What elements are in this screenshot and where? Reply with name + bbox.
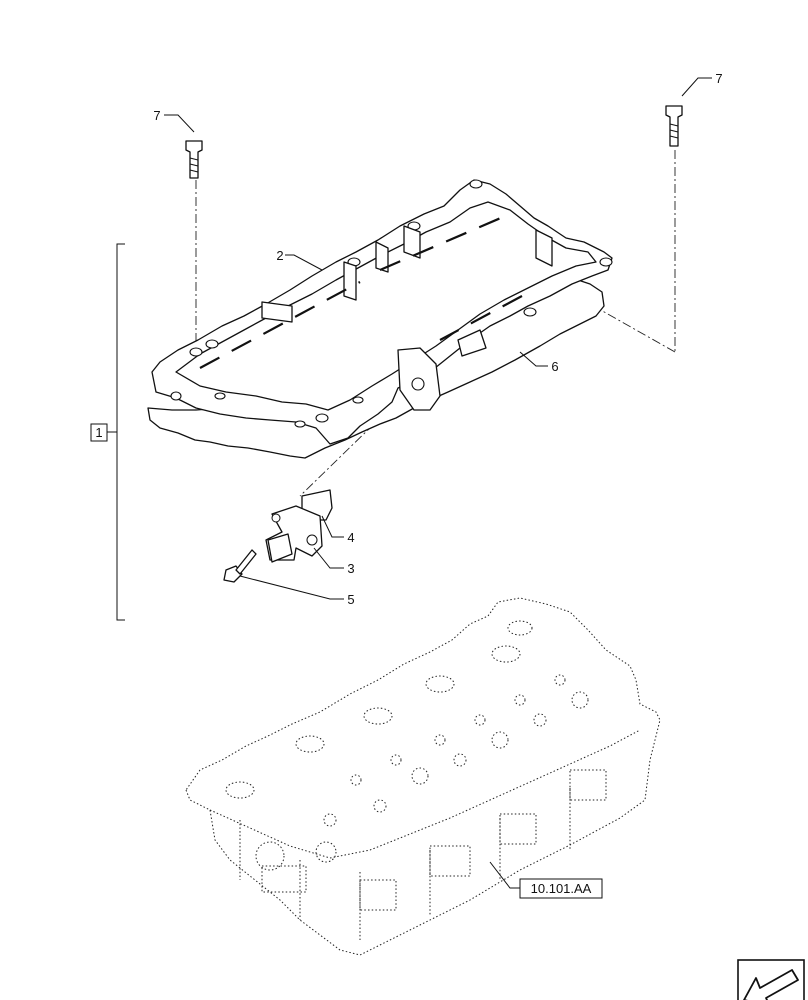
reference-label[interactable]: 10.101.AA — [531, 881, 592, 896]
callout-7-left: 7 — [153, 108, 160, 123]
cylinder-head — [185, 597, 661, 956]
sensor — [265, 505, 323, 563]
bolt-left — [185, 140, 203, 179]
bolt-right — [665, 105, 683, 147]
group-bracket: 1 — [90, 243, 125, 621]
callout-2: 2 — [276, 248, 283, 263]
cover — [151, 179, 613, 445]
reference-link[interactable]: 10.101.AA — [519, 878, 603, 899]
screw — [223, 549, 257, 583]
callout-5: 5 — [347, 592, 354, 607]
callout-1: 1 — [95, 425, 102, 440]
callout-4: 4 — [347, 530, 354, 545]
callout-3: 3 — [347, 561, 354, 576]
leader-lines — [164, 77, 712, 889]
arrow-icon[interactable] — [737, 959, 805, 1000]
callout-6: 6 — [551, 359, 558, 374]
callout-7-right: 7 — [715, 71, 722, 86]
